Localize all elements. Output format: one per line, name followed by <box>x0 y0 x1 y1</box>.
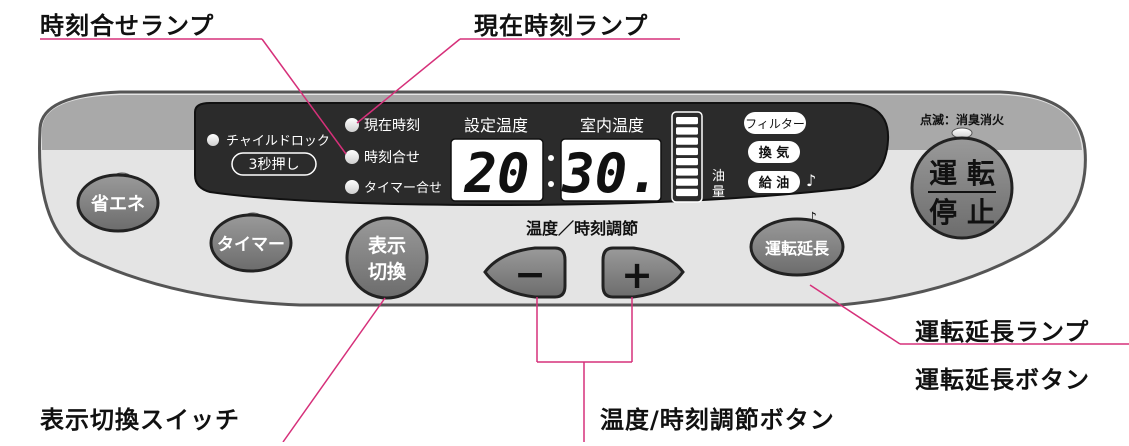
minus-icon: − <box>514 252 546 296</box>
eco-button-label: 省エネ <box>90 193 145 215</box>
leader-extension <box>809 284 901 345</box>
oil-label-1: 油 <box>712 169 725 184</box>
oil-gauge-frame <box>671 111 703 203</box>
extension-note-icon: ♪ <box>808 210 817 226</box>
plus-icon: + <box>621 253 653 297</box>
refuel-note-icon: ♪ <box>806 171 816 190</box>
time-set-lamp <box>345 150 359 164</box>
leader-current-time <box>356 38 461 124</box>
child-lock-lamp <box>207 134 219 146</box>
ventilation-indicator <box>748 141 800 163</box>
display-button-label-1: 表示 <box>368 234 406 257</box>
set-temp-label: 設定温度 <box>464 116 528 135</box>
oil-level-segment <box>676 158 698 166</box>
display-button-label-2: 切換 <box>368 260 407 283</box>
eco-button[interactable] <box>76 173 160 233</box>
refuel-indicator <box>748 171 800 193</box>
set-temp-value: 20 <box>463 142 529 205</box>
filter-indicator <box>744 112 806 134</box>
filter-label: フィルター <box>745 117 805 131</box>
callout-current-time-lamp: 現在時刻ランプ <box>474 12 649 40</box>
leader-time-set <box>261 38 347 155</box>
extension-button[interactable] <box>749 217 845 277</box>
timer-set-label: タイマー合せ <box>364 181 442 196</box>
run-stop-label-2: 停 止 <box>929 196 995 229</box>
oil-level-gauge <box>676 117 698 197</box>
callout-time-set-lamp: 時刻合せランプ <box>40 12 215 40</box>
timer-set-lamp <box>345 180 359 194</box>
run-stop-button[interactable] <box>910 136 1014 240</box>
current-time-label: 現在時刻 <box>364 118 420 134</box>
callout-temp-time-buttons: 温度/時刻調節ボタン <box>600 406 835 434</box>
bracket-lines <box>536 297 633 442</box>
oil-level-segment <box>676 188 698 197</box>
set-temp-display <box>450 138 544 202</box>
oil-level-segment <box>676 178 698 186</box>
display-switch-button[interactable] <box>345 216 429 300</box>
leader-display-switch <box>282 297 386 443</box>
current-time-lamp <box>345 118 359 132</box>
oil-label-2: 量 <box>712 185 725 200</box>
oil-level-segment <box>676 117 698 125</box>
time-set-label: 時刻合せ <box>364 150 420 166</box>
colon-dot-top <box>548 155 554 161</box>
leader-lines <box>40 38 1129 443</box>
timer-button-label: タイマー <box>217 235 285 255</box>
child-lock-hint: 3秒押し <box>249 157 300 173</box>
oil-level-segment <box>676 127 698 135</box>
callout-extension-lamp: 運転延長ランプ <box>915 318 1090 346</box>
oil-level-segment <box>676 137 698 145</box>
oil-level-segment <box>676 168 698 176</box>
room-temp-display <box>560 138 662 202</box>
timer-button[interactable] <box>209 213 293 273</box>
oil-level-segment <box>676 147 698 156</box>
room-temp-label: 室内温度 <box>580 116 644 135</box>
callout-display-switch: 表示切換スイッチ <box>40 406 240 434</box>
callout-extension-button: 運転延長ボタン <box>915 366 1090 394</box>
room-temp-value: 30. <box>561 142 660 205</box>
refuel-label: 給 油 <box>759 175 790 191</box>
ventilation-label: 換 気 <box>759 145 790 161</box>
colon-dot-bottom <box>548 181 554 187</box>
extension-button-label: 運転延長 <box>765 239 830 258</box>
blink-note: 点滅：消臭消火 <box>920 112 1005 127</box>
child-lock-label: チャイルドロック <box>226 134 330 149</box>
minus-button[interactable] <box>483 246 567 299</box>
run-stop-label-1: 運 転 <box>929 157 995 190</box>
adjust-label: 温度／時刻調節 <box>525 219 638 238</box>
child-lock-hint-box <box>231 152 317 176</box>
plus-button[interactable] <box>601 246 685 299</box>
